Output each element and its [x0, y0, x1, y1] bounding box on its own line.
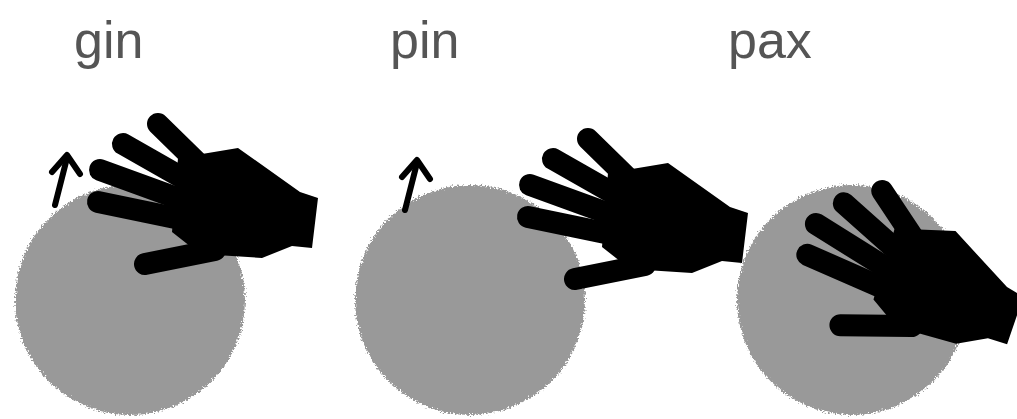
- word-label: pax: [728, 14, 812, 66]
- hand: [528, 139, 748, 279]
- lift-arrow: [402, 160, 430, 210]
- lift-arrow: [52, 155, 80, 205]
- word-label: pin: [390, 14, 459, 66]
- hand: [794, 179, 1017, 362]
- hand: [98, 124, 318, 264]
- word-label: gin: [74, 14, 143, 66]
